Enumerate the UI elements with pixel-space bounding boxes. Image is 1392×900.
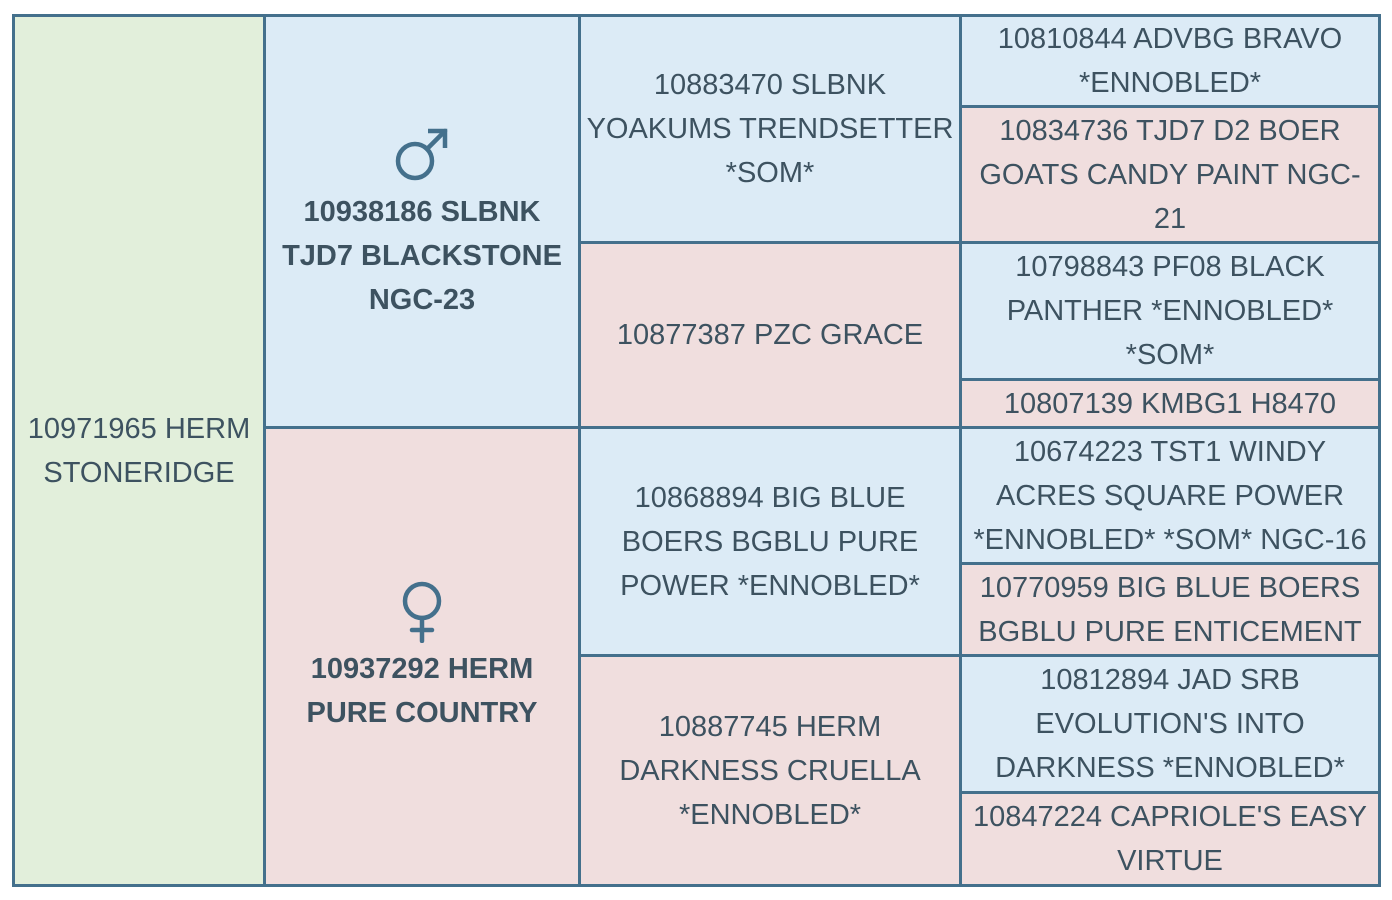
maternal-grandsire-name: 10868894 BIG BLUE BOERS BGBLU PURE POWER… [620,481,920,602]
great-grandparent-name-7: 10812894 JAD SRB EVOLUTION'S INTO DARKNE… [995,664,1345,784]
male-symbol-icon [390,122,454,186]
maternal-granddam-name: 10887745 HERM DARKNESS CRUELLA *ENNOBLED… [619,710,921,831]
great-grandparent-cell-4[interactable]: 10807139 KMBG1 H8470 [959,378,1381,429]
great-grandparent-name-8: 10847224 CAPRIOLE'S EASY VIRTUE [972,801,1368,877]
great-grandparent-name-1: 10810844 ADVBG BRAVO *ENNOBLED* [997,23,1343,99]
great-grandparent-cell-1[interactable]: 10810844 ADVBG BRAVO *ENNOBLED* [959,14,1381,108]
subject-cell[interactable]: 10971965 HERM STONERIDGE [12,14,266,887]
great-grandparent-cell-2[interactable]: 10834736 TJD7 D2 BOER GOATS CANDY PAINT … [959,105,1381,244]
maternal-granddam-cell[interactable]: 10887745 HERM DARKNESS CRUELLA *ENNOBLED… [578,654,962,887]
great-grandparent-name-5: 10674223 TST1 WINDY ACRES SQUARE POWER *… [973,435,1367,556]
great-grandparent-cell-5[interactable]: 10674223 TST1 WINDY ACRES SQUARE POWER *… [959,426,1381,565]
sire-cell[interactable]: 10938186 SLBNK TJD7 BLACKSTONE NGC-23 [263,14,581,429]
sire-name: 10938186 SLBNK TJD7 BLACKSTONE NGC-23 [282,195,562,316]
dam-cell[interactable]: 10937292 HERM PURE COUNTRY [263,426,581,887]
paternal-granddam-cell[interactable]: 10877387 PZC GRACE [578,241,962,429]
great-grandparent-name-2: 10834736 TJD7 D2 BOER GOATS CANDY PAINT … [979,114,1361,235]
great-grandparent-cell-8[interactable]: 10847224 CAPRIOLE'S EASY VIRTUE [959,791,1381,887]
female-symbol-icon [390,579,454,643]
great-grandparent-cell-3[interactable]: 10798843 PF08 BLACK PANTHER *ENNOBLED* *… [959,241,1381,381]
great-grandparent-name-6: 10770959 BIG BLUE BOERS BGBLU PURE ENTIC… [978,571,1362,648]
dam-name: 10937292 HERM PURE COUNTRY [306,652,538,729]
pedigree-table: 10971965 HERM STONERIDGE 10938186 SLBNK … [12,14,1381,887]
paternal-grandsire-name: 10883470 SLBNK YOAKUMS TRENDSETTER *SOM* [586,69,954,189]
paternal-granddam-name: 10877387 PZC GRACE [616,319,924,351]
great-grandparent-cell-7[interactable]: 10812894 JAD SRB EVOLUTION'S INTO DARKNE… [959,654,1381,794]
great-grandparent-name-4: 10807139 KMBG1 H8470 [1003,387,1337,420]
great-grandparent-cell-6[interactable]: 10770959 BIG BLUE BOERS BGBLU PURE ENTIC… [959,562,1381,657]
great-grandparent-name-3: 10798843 PF08 BLACK PANTHER *ENNOBLED* *… [1006,251,1334,371]
paternal-grandsire-cell[interactable]: 10883470 SLBNK YOAKUMS TRENDSETTER *SOM* [578,14,962,244]
maternal-grandsire-cell[interactable]: 10868894 BIG BLUE BOERS BGBLU PURE POWER… [578,426,962,657]
subject-name: 10971965 HERM STONERIDGE [27,412,251,489]
